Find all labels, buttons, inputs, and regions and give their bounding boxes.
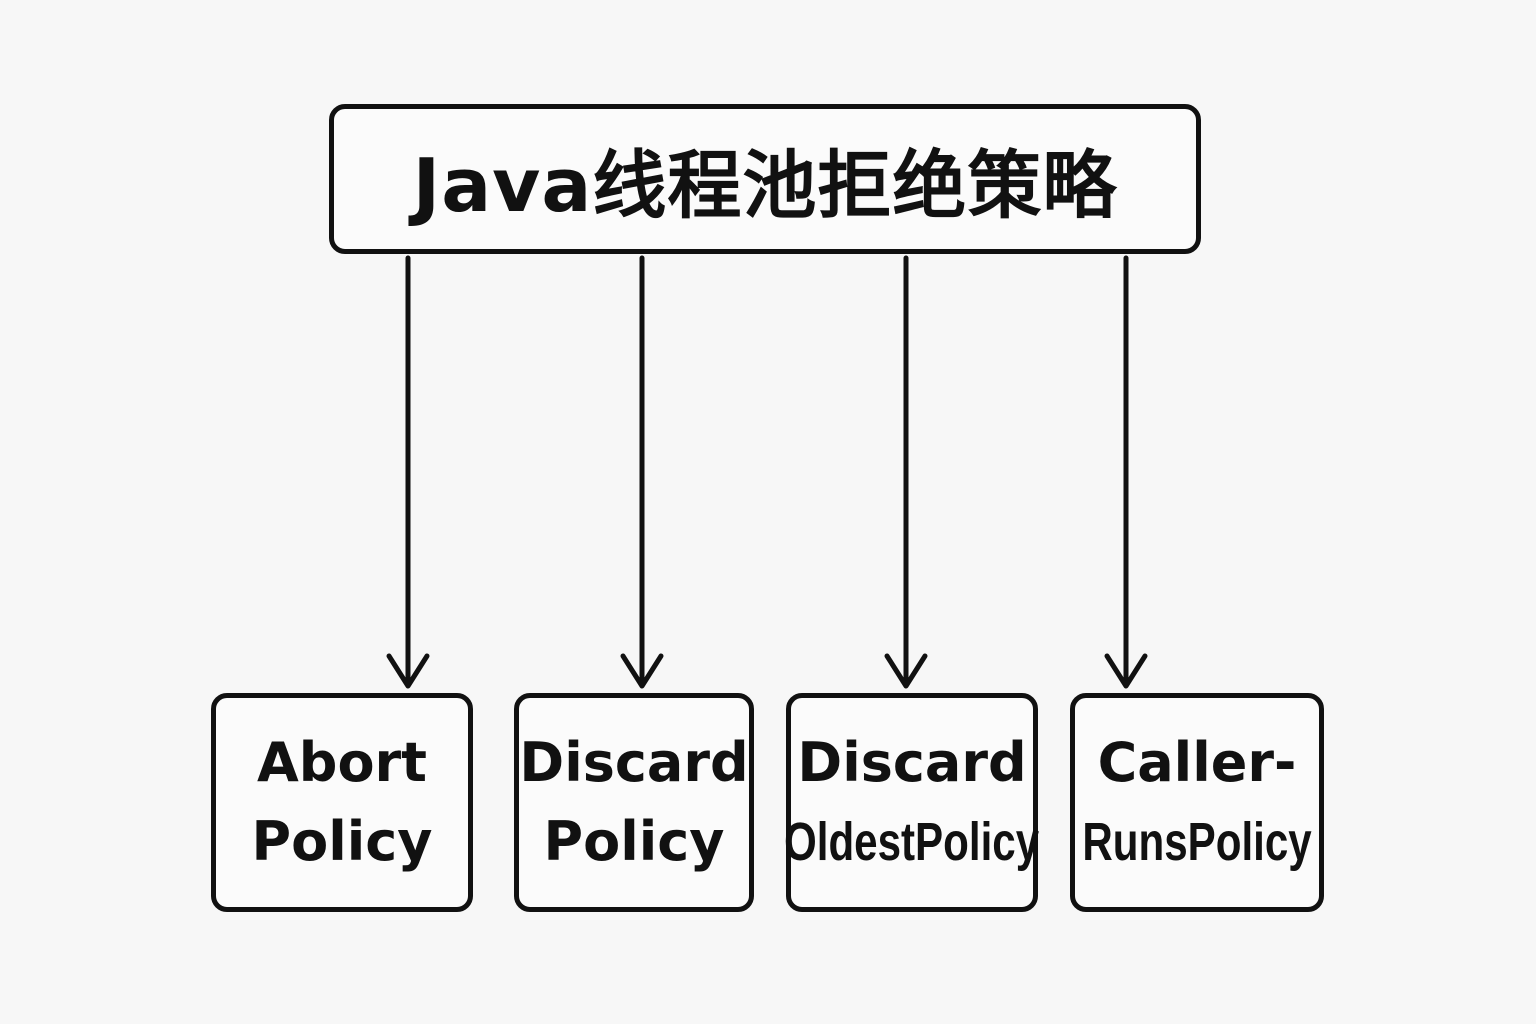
node-discard-policy-line2: Policy	[543, 809, 725, 873]
arrowhead-abort	[386, 653, 430, 689]
node-abort-policy-line2: Policy	[251, 809, 433, 873]
node-discard-policy: Discard Policy	[514, 693, 754, 912]
root-node: Java线程池拒绝策略	[329, 104, 1201, 254]
node-discard-oldest-policy: Discard OldestPolicy	[784, 693, 1040, 912]
root-node-label: Java线程池拒绝策略	[412, 142, 1118, 229]
node-caller-runs-policy: Caller- RunsPolicy	[1070, 693, 1324, 912]
node-discard-oldest-policy-line1: Discard	[797, 730, 1027, 794]
arrowhead-caller-runs	[1104, 653, 1148, 689]
node-discard-oldest-policy-line2: OldestPolicy	[784, 811, 1040, 872]
node-abort-policy-line1: Abort	[257, 730, 427, 794]
node-caller-runs-policy-line1: Caller-	[1097, 730, 1297, 794]
arrowhead-discard-oldest	[884, 653, 928, 689]
node-abort-policy: Abort Policy	[211, 693, 473, 912]
node-caller-runs-policy-line2: RunsPolicy	[1082, 811, 1312, 872]
node-discard-policy-line1: Discard	[519, 730, 749, 794]
arrowhead-discard	[620, 653, 664, 689]
